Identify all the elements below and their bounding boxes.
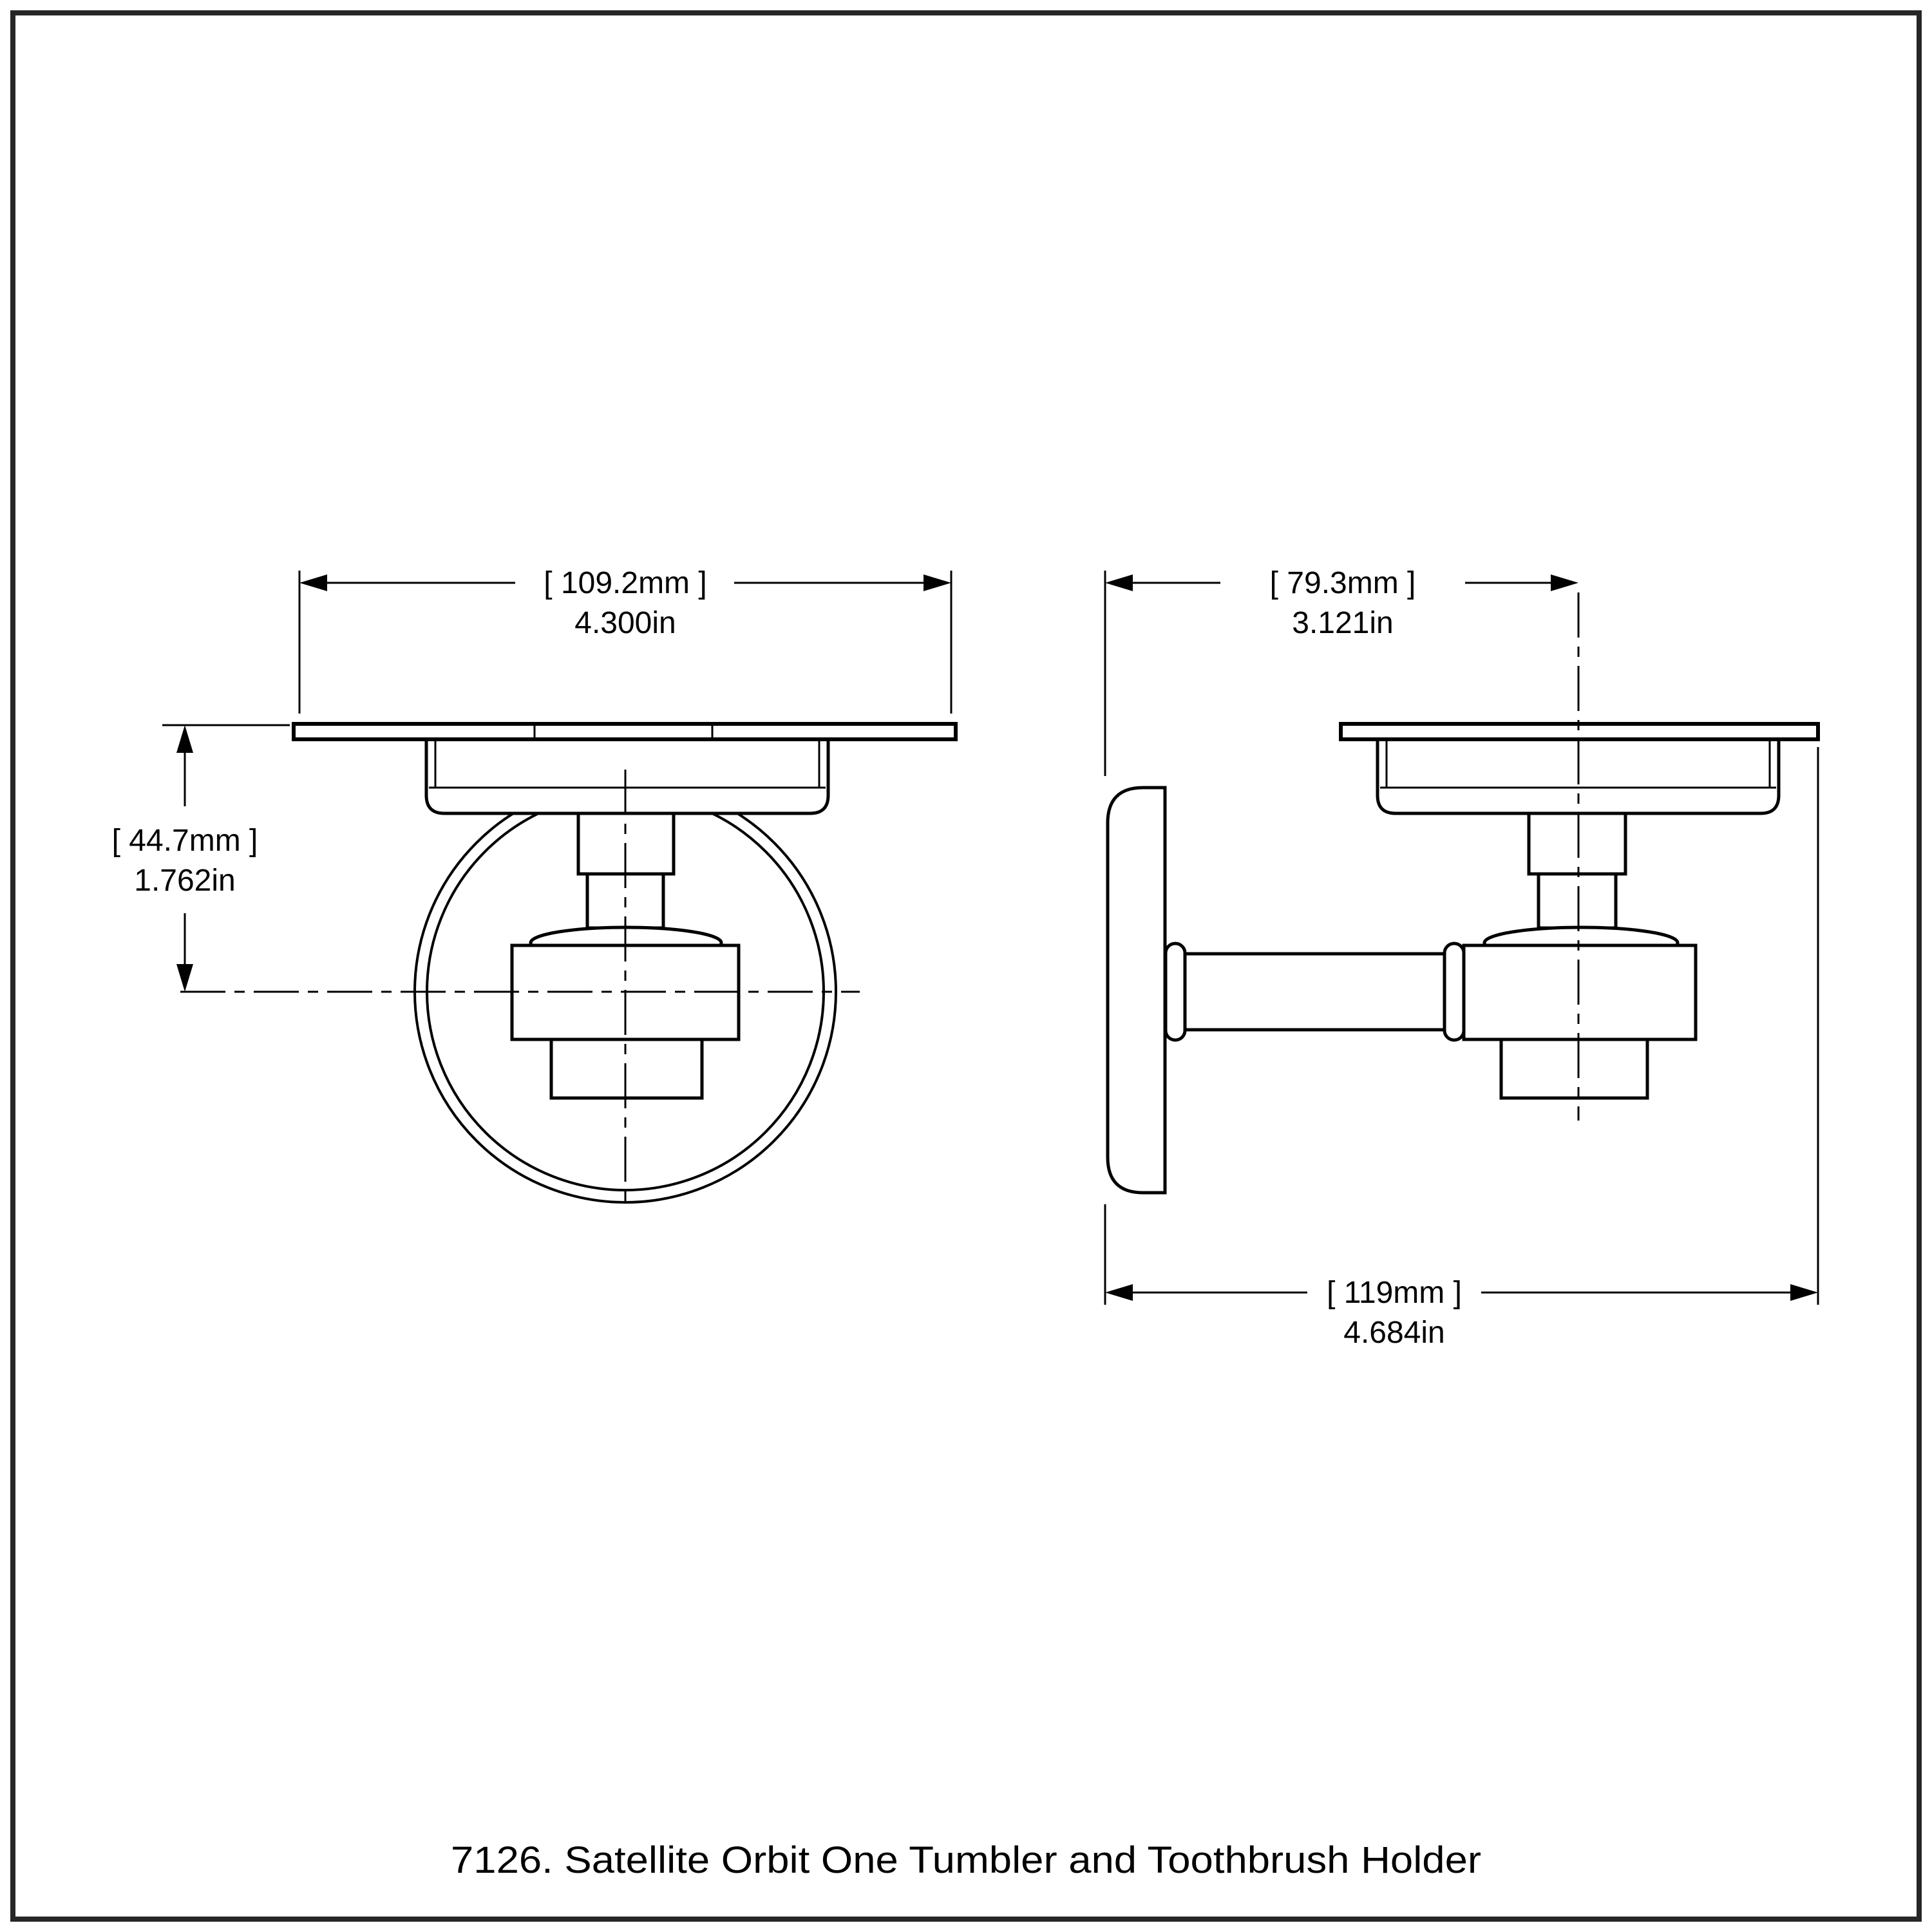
clamp-nut-side — [1499, 1037, 1649, 1100]
clamp-body-side — [1462, 943, 1698, 1041]
arrowhead-left — [1105, 1284, 1133, 1301]
dim-label-mm: [ 44.7mm ] — [112, 824, 258, 858]
tumbler-dish-front — [424, 737, 830, 815]
dim-side-depth-overall: [ 119mm ] 4.684in — [1104, 747, 1819, 1350]
arrowhead-right — [923, 574, 951, 591]
dim-label-inch: 1.762in — [134, 864, 235, 898]
side-view: [ 79.3mm ] 3.121in [ 119mm ] 4.684in — [1104, 566, 1820, 1350]
arrowhead-left — [1105, 574, 1133, 591]
page-border — [10, 10, 1922, 1922]
dim-label-inch: 4.300in — [574, 606, 676, 640]
dim-label-mm: [ 79.3mm ] — [1270, 566, 1416, 600]
dim-side-depth-to-center: [ 79.3mm ] 3.121in — [1104, 566, 1578, 776]
wall-plate-side — [1106, 786, 1167, 1195]
drawing-title: 7126. Satellite Orbit One Tumbler and To… — [451, 1839, 1481, 1881]
arrowhead-right — [1790, 1284, 1818, 1301]
arrowhead-left — [299, 574, 327, 591]
dim-front-width: [ 109.2mm ] 4.300in — [298, 566, 952, 714]
arm-collar-clamp — [1443, 942, 1466, 1042]
mount-arm-side — [1163, 952, 1448, 1032]
clamp-nut-front — [549, 1037, 704, 1100]
front-view: [ 109.2mm ] 4.300in [ 44.7mm ] 1.762in — [112, 566, 958, 1206]
arrowhead-down — [176, 964, 193, 992]
dim-front-height: [ 44.7mm ] 1.762in — [112, 724, 290, 992]
dim-label-inch: 4.684in — [1343, 1316, 1444, 1350]
stem-lower-side — [1537, 872, 1618, 930]
arrowhead-right — [1551, 574, 1578, 591]
stem-upper-side — [1527, 811, 1627, 876]
dim-label-inch: 3.121in — [1292, 606, 1393, 640]
glass-tray-front — [292, 722, 958, 741]
dim-label-mm: [ 109.2mm ] — [544, 566, 706, 600]
arm-collar-wall — [1164, 942, 1187, 1042]
dim-label-mm: [ 119mm ] — [1327, 1276, 1462, 1310]
arrowhead-up — [176, 725, 193, 753]
